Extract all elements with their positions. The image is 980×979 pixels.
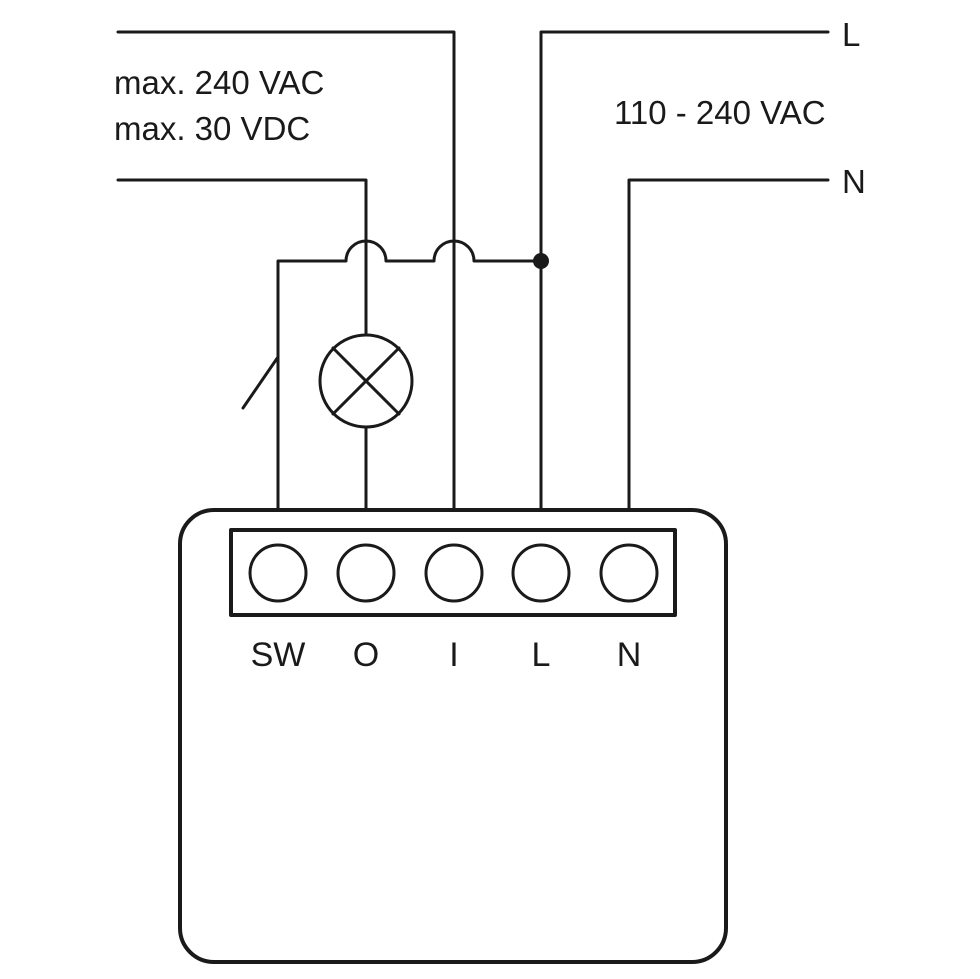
supply-voltage-label: 110 - 240 VAC xyxy=(614,94,826,131)
switch-icon xyxy=(241,355,280,410)
terminal-label-i: I xyxy=(449,636,458,674)
terminal-label-n: N xyxy=(617,636,642,674)
terminal-sw xyxy=(248,543,308,603)
terminal-label-sw: SW xyxy=(251,636,306,674)
output-wire xyxy=(116,178,368,512)
terminal-block xyxy=(229,528,677,617)
neutral-wire xyxy=(627,178,830,512)
live-wire xyxy=(539,30,830,512)
terminal-i xyxy=(424,543,484,603)
input-wire xyxy=(116,30,456,512)
terminal-label-o: O xyxy=(353,636,379,674)
dc-max-label: max. 30 VDC xyxy=(114,110,310,147)
neutral-line-label: N xyxy=(842,163,866,200)
live-line-label: L xyxy=(842,16,860,53)
ac-max-label: max. 240 VAC xyxy=(114,64,324,101)
switch-wire xyxy=(276,239,543,512)
terminal-label-l: L xyxy=(532,636,551,674)
relay-module xyxy=(178,508,728,964)
terminal-o xyxy=(336,543,396,603)
junction-dot xyxy=(533,253,549,269)
lamp-icon xyxy=(318,333,414,429)
terminal-n xyxy=(599,543,659,603)
terminal-l xyxy=(511,543,571,603)
